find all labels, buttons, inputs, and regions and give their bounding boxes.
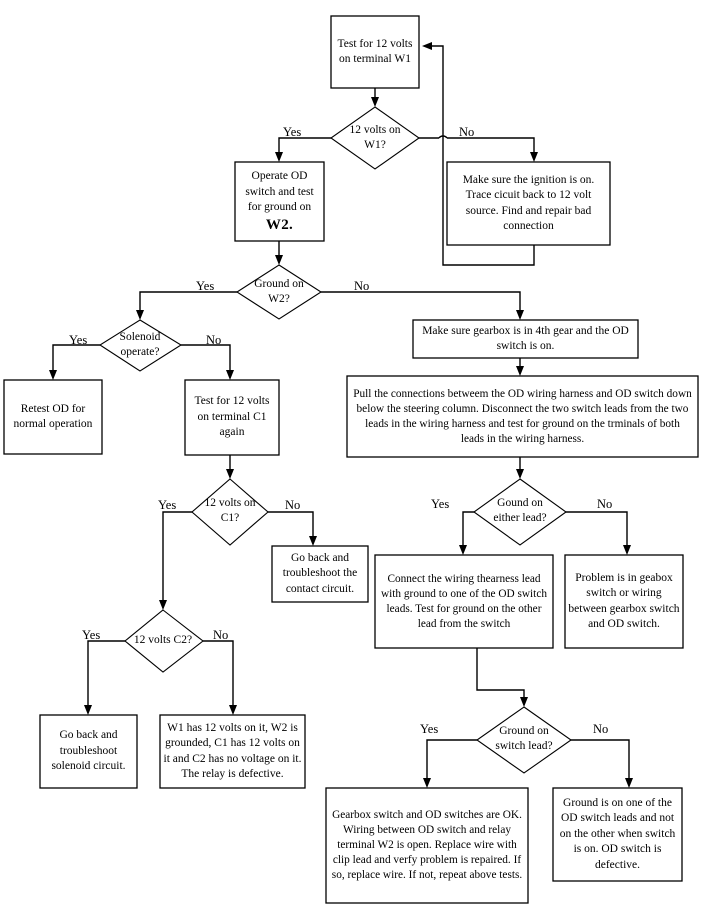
arrowhead-d6-n11 bbox=[459, 545, 467, 555]
edge-d2-d3 bbox=[139, 291, 237, 313]
node-n5-shape[interactable] bbox=[184, 379, 280, 456]
edge-d1-n3-seg2 bbox=[447, 137, 535, 155]
arrowhead-n5-d4 bbox=[226, 469, 234, 479]
arrowhead-d7-n13 bbox=[423, 778, 431, 788]
arrowhead-d5-n8 bbox=[229, 705, 237, 715]
node-n8-shape[interactable] bbox=[159, 714, 306, 789]
arrowhead-d3-n4 bbox=[49, 370, 57, 380]
arrowhead-d4-n6 bbox=[309, 536, 317, 546]
edge-d2-n9 bbox=[321, 291, 521, 313]
node-d7-shape[interactable] bbox=[476, 706, 572, 774]
edge-d7-n14 bbox=[571, 739, 630, 781]
node-d2-shape[interactable] bbox=[235, 264, 323, 320]
node-n10-shape[interactable] bbox=[346, 375, 699, 458]
edge-d4-d5 bbox=[162, 511, 192, 603]
node-n13-shape[interactable] bbox=[325, 787, 529, 904]
arrowhead-d4-d5 bbox=[159, 600, 167, 610]
node-n4-shape[interactable] bbox=[3, 379, 103, 455]
node-d5-shape[interactable] bbox=[124, 609, 204, 673]
node-n12-shape[interactable] bbox=[564, 554, 684, 649]
arrowhead-d1-n3 bbox=[530, 152, 538, 162]
node-d3-shape[interactable] bbox=[98, 319, 183, 372]
edge-d6-n11 bbox=[462, 511, 474, 548]
arrowhead-d3-n5 bbox=[226, 370, 234, 380]
edge-d5-n8 bbox=[203, 640, 234, 708]
arrowhead-n2-d2 bbox=[275, 255, 283, 265]
node-d6-shape[interactable] bbox=[473, 478, 567, 546]
node-n3-shape[interactable] bbox=[446, 161, 611, 246]
arrowhead-d2-n9 bbox=[516, 310, 524, 320]
node-shape-layer bbox=[3, 15, 699, 904]
arrowhead-d7-n14 bbox=[625, 778, 633, 788]
node-n2-shape[interactable] bbox=[234, 161, 325, 242]
edge-d5-n7 bbox=[87, 640, 125, 708]
edge-d3-n4 bbox=[52, 344, 100, 373]
arrowhead-n9-n10 bbox=[516, 366, 524, 376]
arrowhead-d1-n2 bbox=[275, 152, 283, 162]
edge-d1-n2 bbox=[278, 137, 331, 155]
node-n1-shape[interactable] bbox=[330, 15, 420, 89]
node-n14-shape[interactable] bbox=[552, 787, 683, 882]
node-n6-shape[interactable] bbox=[271, 545, 369, 603]
edge-n3-feedback bbox=[429, 45, 535, 266]
edge-d3-n5 bbox=[181, 344, 231, 373]
node-n9-shape[interactable] bbox=[412, 319, 639, 359]
arrowhead-d5-n7 bbox=[84, 705, 92, 715]
arrowhead-n1-d1 bbox=[371, 97, 379, 107]
edge-d7-n13 bbox=[426, 739, 477, 781]
node-d4-shape[interactable] bbox=[191, 478, 269, 546]
edge-n11-d7 bbox=[476, 648, 525, 700]
node-n7-shape[interactable] bbox=[39, 714, 138, 789]
arrowhead-n10-d6 bbox=[516, 469, 524, 479]
edge-d4-n6 bbox=[268, 511, 314, 539]
arrowhead-d2-d3 bbox=[136, 310, 144, 320]
node-n11-shape[interactable] bbox=[374, 554, 554, 649]
arrowhead-feedback-n1 bbox=[422, 42, 432, 50]
node-d1-shape[interactable] bbox=[330, 106, 420, 170]
edge-d6-n12 bbox=[566, 511, 628, 548]
arrowhead-d6-n12 bbox=[623, 545, 631, 555]
arrowhead-n11-d7 bbox=[520, 697, 528, 707]
connector-layer bbox=[49, 42, 633, 788]
